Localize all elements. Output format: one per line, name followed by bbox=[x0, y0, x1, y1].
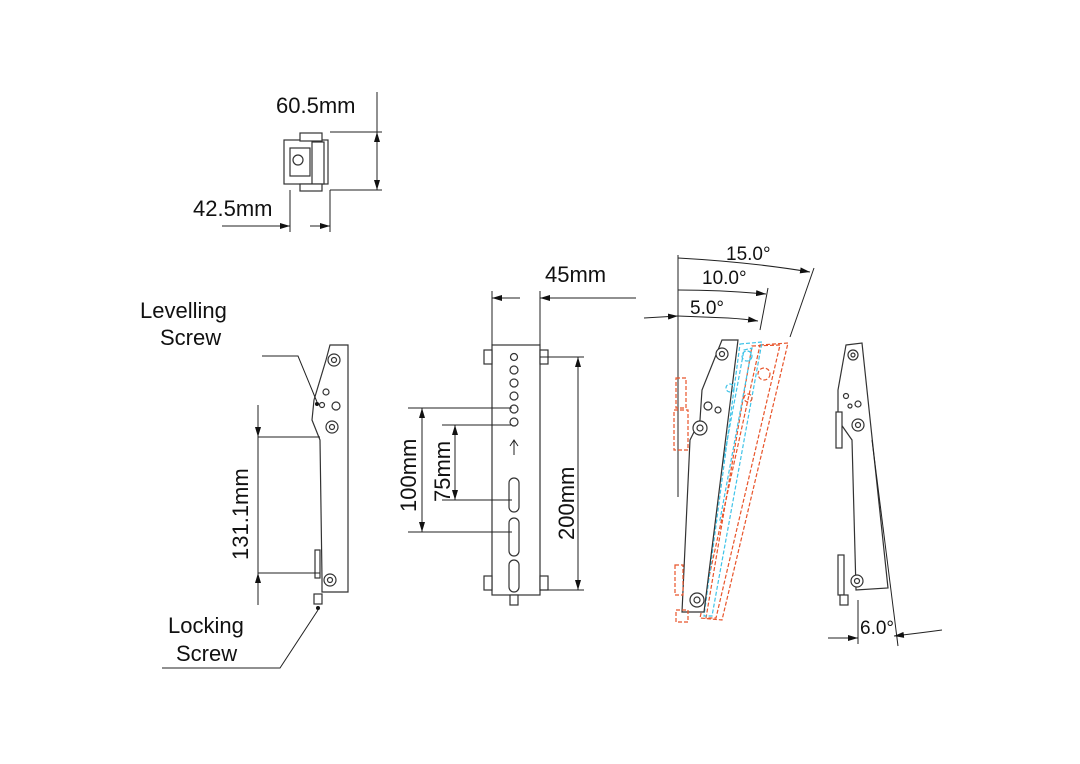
dim-100-label: 100mm bbox=[396, 439, 421, 512]
side-view: 131.1mm Levelling Screw Locking Screw bbox=[140, 298, 349, 669]
height-dim-label: 60.5mm bbox=[276, 93, 355, 118]
levelling-screw-label-2: Screw bbox=[160, 325, 221, 350]
top-view: 60.5mm 42.5mm bbox=[193, 92, 382, 232]
width-dim-label: 42.5mm bbox=[193, 196, 272, 221]
angle-5-label: 5.0° bbox=[690, 298, 724, 319]
locking-screw-label-2: Screw bbox=[176, 641, 237, 666]
angle-10-label: 10.0° bbox=[702, 268, 747, 289]
tilted-side-view: 6.0° bbox=[828, 342, 943, 647]
dim-200-label: 200mm bbox=[554, 467, 579, 540]
tilt-view: 15.0° 10.0° 5.0° bbox=[643, 244, 815, 623]
angle-6-label: 6.0° bbox=[860, 618, 894, 639]
height-dim-label: 131.1mm bbox=[228, 468, 253, 560]
angle-15-label: 15.0° bbox=[726, 244, 771, 265]
front-view: 45mm 200mm 100mm 75mm bbox=[396, 262, 636, 606]
locking-screw-label: Locking bbox=[168, 613, 244, 638]
width-dim-label: 45mm bbox=[545, 262, 606, 287]
dim-75-label: 75mm bbox=[430, 441, 455, 502]
levelling-screw-label: Levelling bbox=[140, 298, 227, 323]
